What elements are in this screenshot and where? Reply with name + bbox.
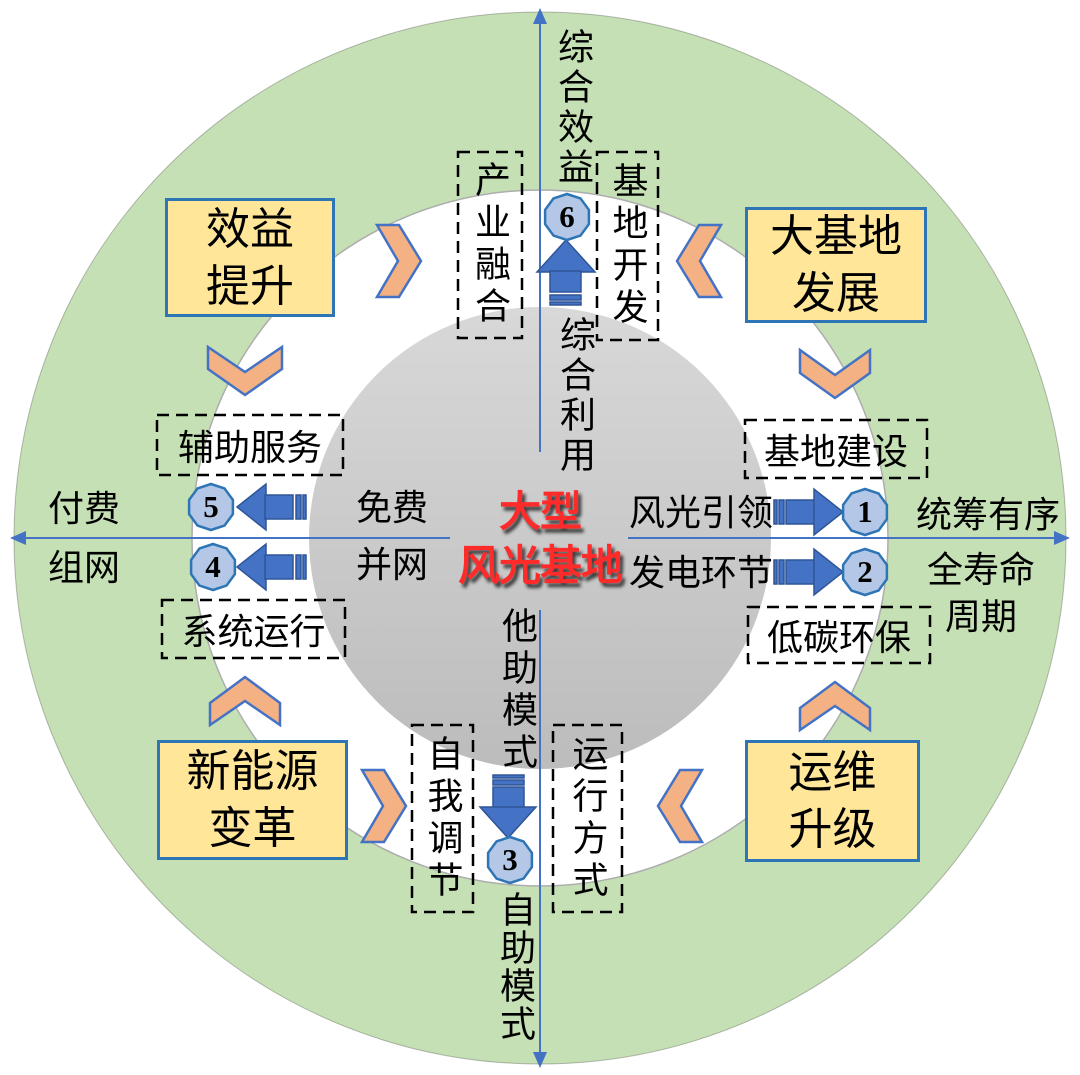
dashed-box-auxiliary-service: 辅助服务 <box>157 415 343 475</box>
dashed-box-operation-mode-label: 运行方式 <box>567 734 608 903</box>
inner-label-right-bottom: 发电环节 <box>629 553 774 593</box>
striped-arrow-down <box>478 774 538 840</box>
dashed-box-system-operation-label: 系统运行 <box>181 612 326 652</box>
badge-shape-3 <box>486 835 534 885</box>
axis-arrowhead-top <box>533 8 547 24</box>
inner-label-right-top: 风光引领 <box>629 493 774 533</box>
axis-label-inner-bottom-upper: 他助模式 <box>497 607 537 775</box>
badge-number-2: 2 <box>857 554 873 589</box>
badge-number-1: 1 <box>857 494 873 529</box>
inner-label-left-bottom: 并网 <box>356 545 429 585</box>
dashed-rect-industry-integration <box>456 150 524 340</box>
dashed-box-low-carbon: 低碳环保 <box>748 607 930 663</box>
corner-box-top-right-line1: 大基地 <box>770 212 902 261</box>
dashed-box-industry-integration: 产业融合 <box>458 152 522 338</box>
corner-box-bottom-right-line1: 运维 <box>788 748 877 797</box>
center-title: 大型 风光基地 <box>400 486 680 594</box>
axis-label-right-mid: 全寿命 <box>926 550 1035 590</box>
dashed-rect-system-operation <box>160 598 347 660</box>
inner-label-right: 风光引领 发电环节 <box>629 483 773 603</box>
corner-box-top-left-line2: 提升 <box>206 261 294 311</box>
badge-shape-2 <box>841 547 889 597</box>
inner-label-left-top: 免费 <box>356 488 429 528</box>
axis-label-right-bottom: 全寿命 周期 <box>925 547 1037 641</box>
striped-arrow-up <box>535 238 597 306</box>
dashed-rect-operation-mode <box>551 723 624 914</box>
dashed-box-base-development-label: 基地开发 <box>607 162 648 330</box>
corner-box-bottom-left-line2: 变革 <box>208 804 297 853</box>
axis-arrowhead-left <box>10 531 26 545</box>
corner-box-top-right-line2: 发展 <box>792 269 880 318</box>
dashed-box-self-adjustment-label: 自我调节 <box>422 734 463 903</box>
dashed-box-base-construction: 基地建设 <box>745 420 927 478</box>
chevron-left-bottom-right <box>656 768 705 844</box>
striped-arrow-left-4 <box>235 542 307 592</box>
chevron-down-right <box>798 347 872 400</box>
dashed-box-system-operation: 系统运行 <box>162 600 345 658</box>
axis-arrowhead-right <box>1054 531 1070 545</box>
dashed-box-industry-integration-label: 产业融合 <box>470 161 510 329</box>
axis-arrowhead-bottom <box>533 1052 547 1068</box>
axis-label-inner-top: 综合利用 <box>555 316 595 476</box>
dashed-rect-base-development <box>595 150 660 342</box>
badge-number-4: 4 <box>205 549 221 584</box>
axis-label-left-top: 付费 <box>48 489 121 529</box>
axis-label-left: 付费 组网 <box>48 480 120 598</box>
corner-box-bottom-right: 运维升级 <box>745 740 920 862</box>
chevron-right-bottom-left <box>359 768 408 844</box>
badge-shape-4 <box>189 542 237 592</box>
striped-arrow-right-2 <box>773 547 845 597</box>
inner-label-left: 免费 并网 <box>356 480 428 594</box>
corner-box-bottom-left-line1: 新能源 <box>186 747 319 796</box>
inner-core-circle <box>309 307 771 769</box>
chevron-up-right <box>798 680 872 733</box>
axis-label-inner-bottom-lower: 自助模式 <box>495 891 535 1043</box>
badge-shape-1 <box>841 487 889 537</box>
corner-box-top-left-line1: 效益 <box>206 204 294 254</box>
dashed-box-low-carbon-label: 低碳环保 <box>766 618 911 658</box>
badge-shape-6 <box>543 192 591 242</box>
center-title-line1: 大型 <box>498 490 582 536</box>
striped-arrow-right-1 <box>773 487 845 537</box>
chevron-up-left <box>208 675 282 728</box>
dashed-box-operation-mode: 运行方式 <box>553 725 622 912</box>
axis-label-top: 综合效益 <box>553 28 593 188</box>
center-title-line2: 风光基地 <box>457 544 623 590</box>
axis-label-left-bottom: 组网 <box>48 548 121 588</box>
dashed-box-auxiliary-service-label: 辅助服务 <box>177 428 322 468</box>
dashed-box-base-construction-label: 基地建设 <box>763 432 908 472</box>
dashed-box-base-development: 基地开发 <box>597 152 658 340</box>
chevron-down-left <box>206 344 284 397</box>
dashed-rect-self-adjustment <box>410 723 475 914</box>
dashed-rect-auxiliary-service <box>155 413 345 477</box>
corner-box-bottom-right-line2: 升级 <box>788 805 877 854</box>
axis-label-right-top: 统筹有序 <box>916 495 1061 535</box>
axis-label-right-period: 周期 <box>944 597 1017 637</box>
corner-box-top-right: 大基地发展 <box>745 207 927 323</box>
dashed-box-self-adjustment: 自我调节 <box>412 725 473 912</box>
striped-arrow-left-5 <box>235 482 307 532</box>
badge-shape-5 <box>187 482 235 532</box>
chevron-right-top-left <box>374 223 423 299</box>
badge-number-6: 6 <box>559 199 575 234</box>
corner-box-bottom-left: 新能源变革 <box>157 740 348 860</box>
badge-number-3: 3 <box>502 842 518 877</box>
badge-number-5: 5 <box>203 489 219 524</box>
corner-box-top-left: 效益提升 <box>165 198 335 317</box>
dashed-rect-low-carbon <box>746 605 932 665</box>
chevron-left-top-right <box>675 223 724 299</box>
dashed-rect-base-construction <box>743 418 929 480</box>
